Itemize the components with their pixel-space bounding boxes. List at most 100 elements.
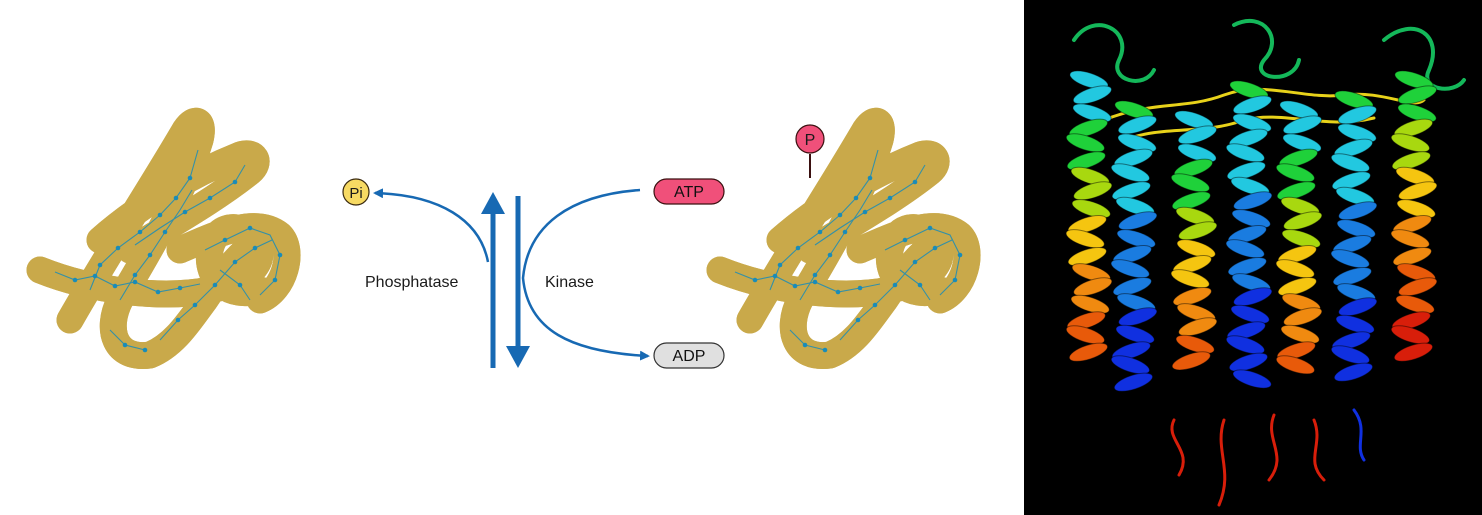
helix-turn <box>1330 345 1371 365</box>
helix-turn <box>1331 171 1371 191</box>
helix-turn <box>1331 331 1371 351</box>
helix-turn <box>1391 311 1431 331</box>
helix-turn <box>1283 211 1323 231</box>
helix-turn <box>1396 199 1436 219</box>
helix-turn <box>1330 153 1371 173</box>
helix-turn <box>1072 85 1113 105</box>
helix-turn <box>1115 324 1155 344</box>
helix-turn <box>1276 341 1316 361</box>
phosphate-label: P <box>805 132 816 149</box>
pi-release-arrow <box>373 188 490 263</box>
helix-turn <box>1177 143 1217 163</box>
helix-turn <box>1174 110 1214 130</box>
helix-turn <box>1338 297 1378 317</box>
helix-turn <box>1275 259 1315 279</box>
helix-turn <box>1282 115 1323 135</box>
helix-turn <box>1338 201 1378 221</box>
helix-turn <box>1395 294 1435 314</box>
helix-turn <box>1111 181 1151 201</box>
helix-turn <box>1275 163 1316 183</box>
helix-turn <box>1171 351 1211 371</box>
protein-ribbon-structure <box>1024 0 1482 515</box>
helix-turn <box>1067 246 1107 267</box>
helix-turn <box>1390 229 1430 249</box>
helix-turn <box>1072 103 1112 123</box>
phosphatase-arrowhead <box>481 192 505 214</box>
helix-turn <box>1279 100 1319 120</box>
helix-turn <box>1110 163 1151 183</box>
atp-badge: ATP <box>653 178 725 205</box>
helix-turn <box>1116 229 1156 249</box>
unphosphorylated-protein <box>40 121 287 355</box>
phosphatase-label: Phosphatase <box>365 274 459 291</box>
helix-turn <box>1113 372 1154 392</box>
helix-turn <box>1226 161 1266 181</box>
helix-turn <box>1068 342 1109 362</box>
helix-turn <box>1066 311 1106 331</box>
helix-turn <box>1392 246 1432 267</box>
helix-turn <box>1228 352 1269 372</box>
helix-turn <box>1175 334 1215 354</box>
helix-ribbons <box>1065 70 1438 392</box>
helix-turn <box>1225 239 1265 259</box>
helix-turn <box>1178 317 1218 337</box>
phosphate-group: P <box>795 124 825 178</box>
helix-turn <box>1069 70 1109 90</box>
phosphorylated-protein <box>720 121 967 355</box>
helix-turn <box>1276 181 1316 201</box>
helix-turn <box>1398 181 1438 201</box>
helix-turn <box>1170 269 1210 289</box>
helix-turn <box>1110 355 1151 375</box>
helix-turn <box>1226 321 1266 341</box>
helix-turn <box>1071 199 1111 219</box>
helix-turn <box>1172 286 1212 307</box>
helix-turn <box>1283 307 1323 327</box>
helix-turn <box>1227 256 1267 277</box>
helix-turn <box>1176 239 1216 259</box>
helix-turn <box>1231 209 1271 229</box>
helix-turn <box>1280 324 1320 344</box>
helix-turn <box>1112 276 1152 297</box>
helix-turn <box>1232 113 1272 133</box>
inorganic-phosphate: Pi <box>342 178 370 206</box>
phosphorylation-diagram: P Phosphatase Kinase Pi ATP ADP <box>0 0 1024 515</box>
helix-turn <box>1117 115 1158 135</box>
helix-turn <box>1065 229 1105 249</box>
helix-turn <box>1393 342 1434 362</box>
helix-turn <box>1066 151 1106 171</box>
helix-turn <box>1275 355 1316 375</box>
kinase-label: Kinase <box>545 274 594 291</box>
helix-turn <box>1178 221 1218 241</box>
helix-turn <box>1390 325 1431 345</box>
helix-turn <box>1232 369 1272 389</box>
helix-turn <box>1065 133 1106 153</box>
helix-turn <box>1229 80 1269 100</box>
helix-turn <box>1333 362 1374 382</box>
helix-turn <box>1330 249 1370 269</box>
atp-label: ATP <box>674 184 704 201</box>
helix-turn <box>1391 151 1431 171</box>
helix-turn <box>1170 173 1211 193</box>
helix-turn <box>1177 125 1218 145</box>
helix-turn <box>1335 314 1375 334</box>
helix-turn <box>1337 105 1378 125</box>
helix-turn <box>1390 133 1431 153</box>
helix-turn <box>1397 103 1437 123</box>
helix-turn <box>1118 211 1158 231</box>
helix-turn <box>1281 229 1321 249</box>
adp-label: ADP <box>673 348 706 365</box>
helix-turn <box>1394 70 1434 90</box>
helix-turn <box>1118 307 1158 327</box>
diagram-canvas: P Phosphatase Kinase Pi ATP ADP <box>0 0 1024 515</box>
helix-turn <box>1336 219 1376 239</box>
helix-turn <box>1334 90 1374 110</box>
helix-turn <box>1117 133 1157 153</box>
adp-badge: ADP <box>653 342 725 369</box>
helix-turn <box>1065 325 1106 345</box>
helix-turn <box>1233 287 1273 307</box>
helix-turn <box>1277 276 1317 297</box>
helix-turn <box>1110 259 1150 279</box>
helix-turn <box>1114 100 1154 120</box>
helix-turn <box>1233 191 1273 211</box>
helix-turn <box>1073 277 1113 297</box>
